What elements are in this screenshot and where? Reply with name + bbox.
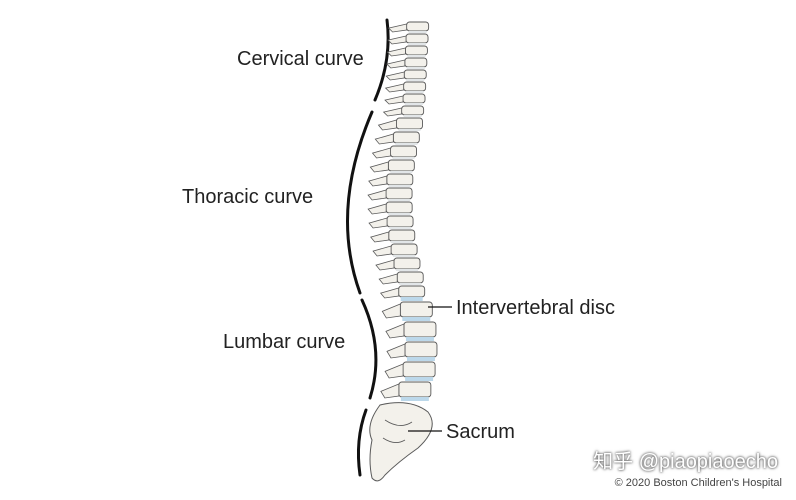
spinous-process: [384, 83, 405, 93]
lumbar-curve-label: Lumbar curve: [223, 331, 346, 353]
vertebra: [396, 117, 423, 130]
vertebra: [396, 271, 424, 284]
cervical-curve-label: Cervical curve: [237, 48, 364, 70]
spinous-process: [367, 203, 387, 215]
vertebra: [388, 229, 416, 242]
vertebra: [401, 105, 425, 116]
intervertebral-disc: [390, 171, 413, 173]
intervertebral-disc: [398, 129, 421, 131]
vertebra: [390, 243, 418, 256]
vertebra: [385, 201, 413, 214]
sacrum-label: Sacrum: [446, 421, 515, 443]
intervertebral-disc: [400, 297, 423, 301]
intervertebral-disc: [403, 115, 422, 117]
spinous-process: [377, 119, 397, 131]
spinous-process: [381, 303, 401, 319]
lumbar-curve-line: [360, 298, 378, 400]
spinous-process: [386, 59, 406, 69]
vertebra: [398, 285, 426, 298]
spinous-process: [384, 363, 404, 379]
intervertebral-disc: [408, 43, 427, 45]
intervertebral-disc: [393, 255, 416, 257]
spinous-process: [380, 383, 400, 399]
copyright: © 2020 Boston Children's Hospital: [614, 477, 782, 489]
intervertebral-disc: [406, 67, 425, 69]
spinous-process: [382, 107, 403, 117]
intervertebral-disc: [388, 213, 411, 215]
spinous-process: [378, 273, 398, 285]
vertebra: [404, 45, 428, 56]
thoracic-curve-line: [346, 110, 374, 295]
curve-indicators: [346, 18, 390, 477]
spinous-process: [368, 217, 388, 229]
spinous-process: [385, 71, 405, 81]
vertebra: [393, 257, 421, 270]
spinous-process: [369, 161, 389, 173]
intervertebral-disc: [388, 185, 411, 187]
intervertebral-disc: [406, 79, 425, 81]
vertebra: [403, 81, 427, 92]
vertebra: [404, 57, 428, 68]
intervertebral-disc: [405, 91, 424, 93]
vertebra: [392, 131, 420, 144]
spinous-process: [375, 259, 395, 271]
intervertebral-disc: [388, 199, 411, 201]
spinous-process: [387, 35, 407, 45]
intervertebral-disc: [399, 283, 422, 285]
intervertebral-disc: [406, 357, 435, 361]
spinous-process: [379, 287, 400, 299]
vertebra: [406, 21, 430, 32]
sacrum-curve-line: [356, 408, 368, 477]
spinous-process: [371, 147, 391, 159]
vertebra: [399, 301, 433, 318]
vertebra: [386, 215, 414, 228]
thoracic-curve-label: Thoracic curve: [182, 186, 314, 208]
vertebra: [403, 69, 427, 80]
vertebra: [386, 173, 414, 186]
spinous-process: [374, 133, 394, 145]
intervertebral-disc: [392, 157, 415, 159]
intervertebral-disc: [389, 227, 412, 229]
vertebra: [403, 321, 437, 338]
intervertebral-disc: [405, 337, 434, 341]
intervertebral-disc: [405, 103, 424, 105]
spinous-process: [372, 245, 392, 257]
spinous-process: [386, 47, 406, 57]
spinous-process: [386, 343, 406, 359]
spinous-process: [384, 95, 404, 105]
spinous-process: [368, 175, 388, 187]
vertebra: [385, 187, 413, 200]
intervertebral-disc: [402, 317, 431, 321]
vertebra: [404, 341, 438, 358]
watermark: 知乎 @piaopiaoecho: [593, 451, 778, 473]
spinous-process: [367, 189, 387, 201]
intervertebral-disc: [400, 397, 429, 401]
spinous-process: [385, 323, 405, 339]
spinous-process: [387, 23, 408, 33]
spine-column: [367, 21, 438, 401]
vertebra: [398, 381, 432, 398]
spinous-process: [370, 231, 390, 243]
cervical-curve-line: [373, 18, 390, 102]
intervertebral-disc: [395, 143, 418, 145]
vertebra: [390, 145, 417, 158]
intervertebral-disc: [408, 31, 427, 33]
intervertebral-disc: [395, 269, 418, 271]
intervertebral-disc: [405, 377, 434, 381]
intervertebral-disc: [407, 55, 426, 57]
vertebra: [402, 93, 426, 104]
vertebra: [405, 33, 429, 44]
vertebra: [402, 361, 436, 378]
sacrum-detail: [382, 419, 413, 443]
vertebra: [387, 159, 415, 172]
intervertebral-disc-label: Intervertebral disc: [456, 297, 615, 319]
intervertebral-disc: [390, 241, 413, 243]
